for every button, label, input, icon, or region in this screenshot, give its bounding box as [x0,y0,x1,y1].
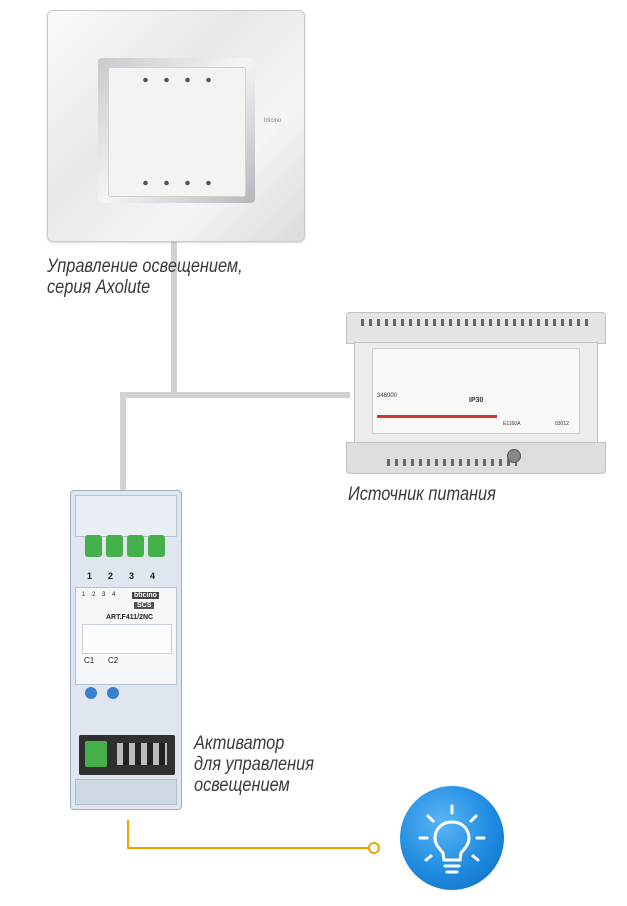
channel-button-1[interactable] [85,687,97,699]
actuator-label-line3: освещением [194,775,290,796]
actuator-system: SCS [134,602,155,609]
psu-code-3: 03012 [555,421,569,427]
power-label: Источник питания [348,484,496,505]
power-label-text: Источник питания [348,484,496,505]
actuator-base [75,779,177,805]
psu-warning-strip [377,415,497,418]
actuator-label: Активатор для управления освещением [194,733,314,796]
actuator-buttons[interactable] [81,687,171,701]
actuator-brand: bticino [132,592,159,599]
psu-screw [507,449,521,463]
terminal-number-4: 4 [150,571,156,581]
rocker-dots-top [135,77,219,83]
psu-rating: IP30 [469,397,484,404]
load-wire [127,820,380,854]
actuator-label-line2: для управления [194,754,314,775]
terminal-number-1: 1 [87,571,93,581]
switch-brand-text: bticino [264,118,282,124]
actuator-bottom-terminals [79,735,175,775]
relay-number-2: 2 [92,592,96,598]
relay-number-3: 3 [102,592,106,598]
actuator-label-panel: 1 2 3 4 bticino SCS ART.F411/2NC C1 C2 [75,587,177,685]
axolute-switch[interactable]: bticino [47,10,305,242]
terminal-block-green [85,535,165,557]
power-supply[interactable]: 346000 IP30 E1160A 03012 [346,312,606,474]
switch-rocker[interactable] [108,67,246,197]
terminal-number-2: 2 [108,571,114,581]
psu-code: 346000 [377,393,398,399]
terminal-number-3: 3 [129,571,135,581]
rocker-dots-bottom [135,180,219,186]
bus-wires [120,238,350,490]
channel-label-c2: C2 [108,656,119,665]
light-bulb-icon [400,786,504,890]
psu-code-2: E1160A [503,421,521,427]
actuator-label-line1: Активатор [194,733,285,754]
actuator-display-window [82,624,172,654]
actuator-top-cap [75,495,177,537]
actuator-module[interactable]: 1 2 3 4 1 2 3 4 bticino SCS ART.F411/2NC… [70,490,182,810]
channel-label-c1: C1 [84,656,95,665]
relay-number-1: 1 [82,592,86,598]
bulb-glyph [418,804,486,874]
switch-label-line2: серия Axolute [47,277,151,298]
relay-number-4: 4 [112,592,116,598]
channel-button-2[interactable] [107,687,119,699]
psu-front-panel: 346000 IP30 E1160A 03012 [372,348,580,434]
switch-label-line1: Управление освещением, [47,256,243,277]
psu-bottom-rail [346,442,606,474]
actuator-model: ART.F411/2NC [106,614,154,621]
switch-label: Управление освещением, серия Axolute [47,256,243,298]
psu-top-rail [346,312,606,344]
